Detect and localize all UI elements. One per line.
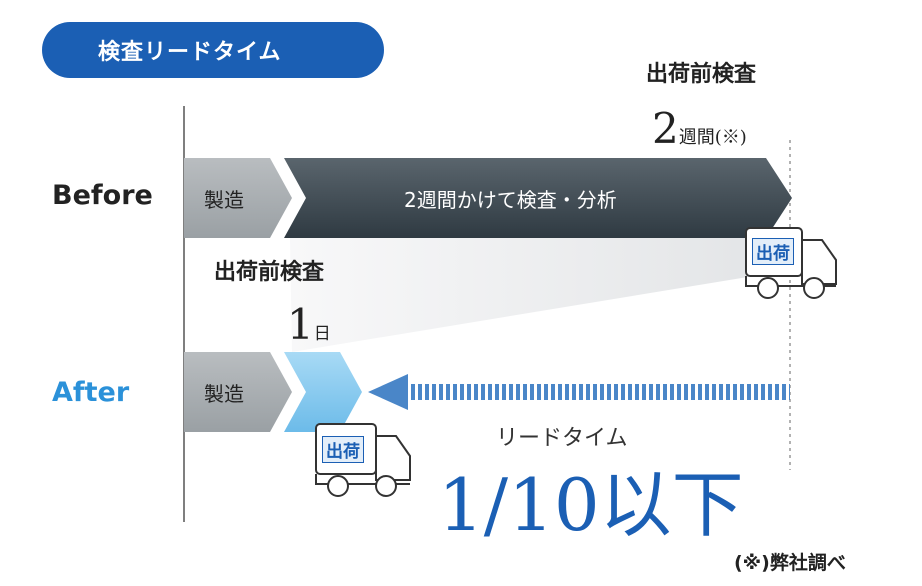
before-duration: 2週間(※) bbox=[652, 104, 747, 153]
before-inspection-label: 出荷前検査 bbox=[646, 62, 757, 87]
after-duration-number: 1 bbox=[287, 300, 314, 349]
section-title: 検査リードタイム bbox=[98, 40, 282, 65]
reduction-ratio: 1/10以下 bbox=[438, 463, 744, 547]
lead-time-arrowhead bbox=[368, 374, 408, 410]
after-inspection-arrow bbox=[284, 352, 362, 432]
after-duration-unit: 日 bbox=[313, 324, 331, 344]
before-truck-label: 出荷 bbox=[752, 238, 794, 265]
before-label: Before bbox=[52, 180, 153, 211]
before-manufacturing-arrow bbox=[184, 158, 292, 238]
after-manufacturing-arrow bbox=[184, 352, 292, 432]
after-inspection-label: 出荷前検査 bbox=[214, 260, 325, 285]
reduction-funnel bbox=[290, 238, 790, 352]
before-inspection-bar-label: 2週間かけて検査・分析 bbox=[404, 188, 617, 212]
after-truck-label: 出荷 bbox=[322, 436, 364, 463]
footnote: (※)弊社調べ bbox=[734, 552, 846, 574]
before-duration-unit: 週間(※) bbox=[678, 127, 747, 148]
after-manufacturing-label: 製造 bbox=[204, 382, 244, 406]
before-duration-number: 2 bbox=[652, 104, 679, 153]
lead-time-label: リードタイム bbox=[496, 426, 628, 451]
after-duration: 1日 bbox=[287, 300, 331, 349]
section-title-pill: 検査リードタイム bbox=[42, 22, 384, 78]
after-label: After bbox=[52, 377, 130, 408]
before-manufacturing-label: 製造 bbox=[204, 188, 244, 212]
before-inspection-arrow bbox=[284, 158, 792, 238]
